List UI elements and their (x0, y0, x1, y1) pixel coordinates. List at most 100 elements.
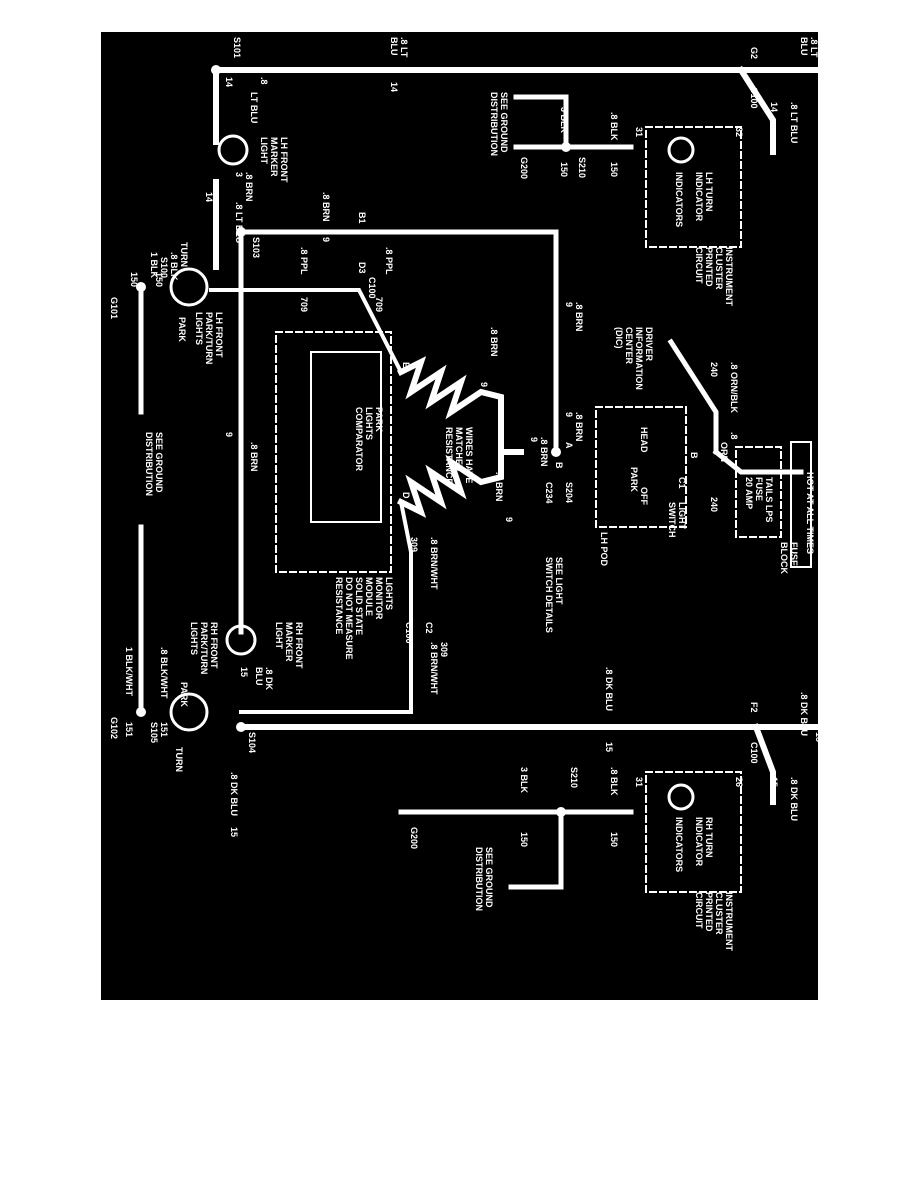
matched-label-2: MATCHED (454, 427, 464, 472)
wire-9-num-l: 9 (224, 432, 234, 437)
rh-park-label-3: LIGHTS (189, 622, 199, 655)
wire-9-label-c: .8 BRN (574, 412, 584, 442)
rh-marker-label-2: MARKER (284, 622, 294, 662)
bw-label-2: 151 (159, 722, 169, 737)
wire-15-label-g: .8 DK (264, 667, 274, 691)
lh-ic-label-4: CIRCUIT (694, 247, 704, 284)
lh-ground-dist-2: DISTRIBUTION (489, 92, 499, 156)
park-label-rh: PARK (179, 682, 189, 707)
wiring-diagram-svg: HOT AT ALL TIMES FUSE BLOCK TAILS LPS FU… (109, 37, 818, 951)
s104-label: S104 (247, 732, 257, 753)
lh-indicator-bulb (667, 136, 695, 164)
wire-14-label-j: LT BLU (249, 92, 259, 123)
lh-park-bulb (169, 267, 209, 307)
lmm-label-1: LIGHTS (384, 577, 394, 610)
wire-309-num: 309 (409, 537, 419, 552)
light-switch-label: LIGHT (677, 502, 687, 529)
rh-blk8-num: 150 (609, 832, 619, 847)
splice-s103 (236, 227, 246, 237)
rh-blk3-label: 3 BLK (519, 767, 529, 794)
fuse-rating: 20 AMP (744, 477, 754, 509)
wire-15-label-h: BLU (254, 667, 264, 686)
wire-14-num-d: 14 (769, 102, 779, 112)
lh-instrument-cluster-box (645, 126, 742, 248)
c100-label-a: C100 (367, 277, 377, 299)
wire-14-to-lh-indicator (736, 65, 776, 155)
plc-label-3: COMPARATOR (354, 407, 364, 471)
wire-709-num-2: 709 (299, 297, 309, 312)
wire-309-num-2: 309 (439, 642, 449, 657)
fuse-word: FUSE (754, 477, 764, 501)
splice-s105 (136, 707, 146, 717)
lh-ic-label-1: INSTRUMENT (724, 247, 734, 306)
rh-indicators-label: INDICATORS (674, 817, 684, 872)
rh-marker-label-3: LIGHT (274, 622, 284, 649)
hot-at-all-times: HOT AT ALL TIMES (805, 472, 815, 554)
pin-b-switch: B (689, 452, 699, 459)
wire-14-label-f: BLU (389, 37, 399, 56)
b1-label: B1 (357, 212, 367, 224)
wire-14-label-c: .8 LT BLU (789, 102, 799, 143)
lh-blk8-label: .8 BLK (609, 112, 619, 141)
rh-pin-26: 26 (734, 777, 744, 787)
lh-park-label-3: LIGHTS (194, 312, 204, 345)
wire-14-num-l: 14 (204, 192, 214, 202)
wire-15-num-i: 15 (239, 667, 249, 677)
rh-instrument-cluster-box (645, 771, 742, 893)
g2-label: G2 (749, 47, 759, 59)
rh-ground-dist-2: DISTRIBUTION (474, 847, 484, 911)
wire-240-num-2: 240 (709, 497, 719, 512)
wire-309-label: .8 BRN/WHT (429, 537, 439, 590)
tails-lps-label: TAILS LPS (764, 477, 774, 522)
wire-9-label-e: .8 BRN (494, 472, 504, 502)
splice-s210-lh (561, 142, 571, 152)
park-label-lh: PARK (177, 317, 187, 342)
see-light-switch: SEE LIGHT (554, 557, 564, 605)
s103-label: S103 (251, 237, 261, 258)
lh-pod-box (595, 406, 687, 528)
lh-pin-32: 32 (734, 127, 744, 137)
lmm-label-6: RESISTANCE (334, 577, 344, 634)
dic-label-4: (DIC) (614, 327, 624, 349)
wire-9-label-k: .8 BRN (249, 442, 259, 472)
bw-label-1: .8 BLK/WHT (159, 647, 169, 699)
wire-15-label-e: .8 DK BLU (604, 667, 614, 711)
wire-15-label-j: .8 DK BLU (229, 772, 239, 816)
rh-ic-label-1: INSTRUMENT (724, 892, 734, 951)
rh-blk8-label: .8 BLK (609, 767, 619, 796)
light-switch-label-2: SWITCH (667, 502, 677, 538)
wire-14-label-k: .8 LT BLU (234, 202, 244, 243)
wire-14-label-e: .8 LT (399, 37, 409, 58)
lmm-label-2: MONITOR (374, 577, 384, 620)
wire-15-label-c: .8 DK BLU (789, 777, 799, 821)
lh-marker-label-1: LH FRONT (279, 137, 289, 183)
see-ground-label-2: DISTRIBUTION (144, 432, 154, 496)
wire-709-label: .8 PPL (384, 247, 394, 275)
wire-9-num-a: 9 (564, 302, 574, 307)
splice-s204 (551, 447, 561, 457)
rh-ic-label-2: CLUSTER (714, 892, 724, 935)
rh-marker-bulb (225, 624, 257, 656)
resistor-top (396, 356, 524, 455)
wire-15-to-rh-indicator (752, 723, 776, 805)
wire-15-num-f: 15 (604, 742, 614, 752)
wire-15-num-b: 15 (814, 732, 818, 742)
lmm-label-4: SOLID STATE (354, 577, 364, 635)
rh-park-label-2: PARK/TURN (199, 622, 209, 674)
lh-marker-label-2: MARKER (269, 137, 279, 177)
lh-ground-dist-1: SEE GROUND (499, 92, 509, 153)
rh-marker-label-1: RH FRONT (294, 622, 304, 669)
wire-150-label-a: 150 (154, 272, 164, 287)
wiring-diagram: HOT AT ALL TIMES FUSE BLOCK TAILS LPS FU… (101, 32, 818, 1000)
splice-s104 (236, 722, 246, 732)
lh-s210-label: S210 (577, 157, 587, 178)
d3-label: D3 (357, 262, 367, 274)
g101-label: G101 (109, 297, 119, 319)
splice-s101 (211, 65, 221, 75)
wire-709-ppl (209, 288, 404, 375)
wire-14-label-h: 14 (224, 77, 234, 87)
fuse-block-label: FUSE (789, 542, 799, 566)
resistor-bottom (396, 449, 504, 518)
dic-label-3: CENTER (624, 327, 634, 365)
lh-blk3-label: 3 BLK (559, 107, 569, 134)
